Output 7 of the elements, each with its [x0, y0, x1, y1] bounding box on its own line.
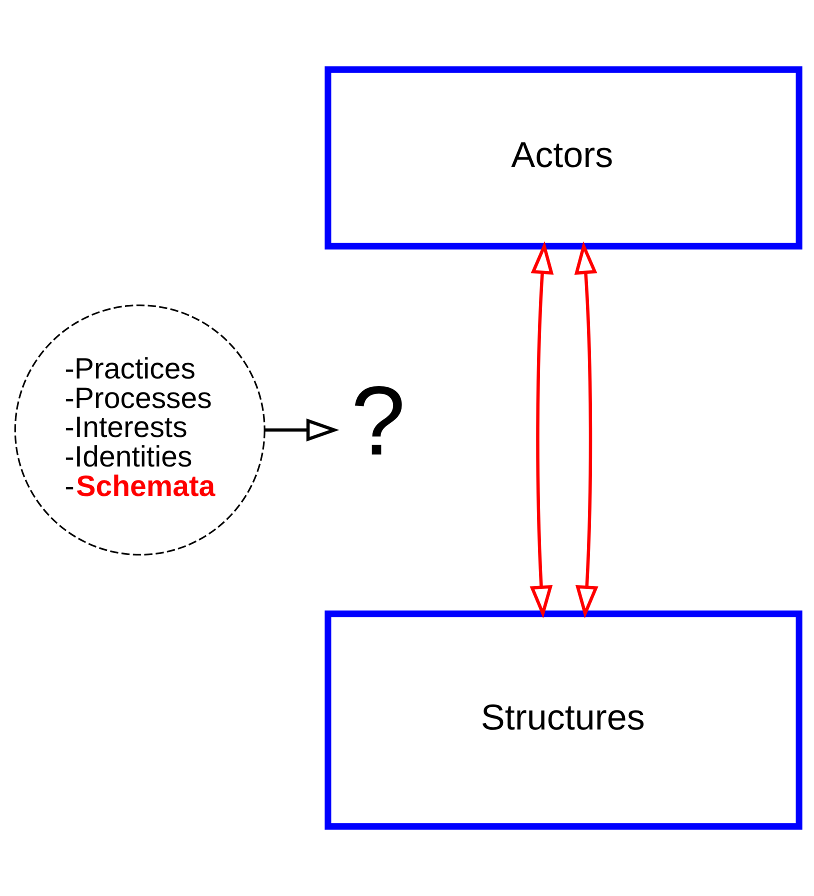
node-circle: -Practices -Processes -Interests -Identities -Schemata — [14, 304, 266, 556]
arrow — [530, 241, 554, 618]
arrow — [264, 418, 340, 442]
arrow — [574, 241, 598, 618]
node-box: Structures — [324, 610, 802, 830]
node-box: Actors — [324, 66, 802, 250]
node-text: ? — [350, 366, 406, 476]
